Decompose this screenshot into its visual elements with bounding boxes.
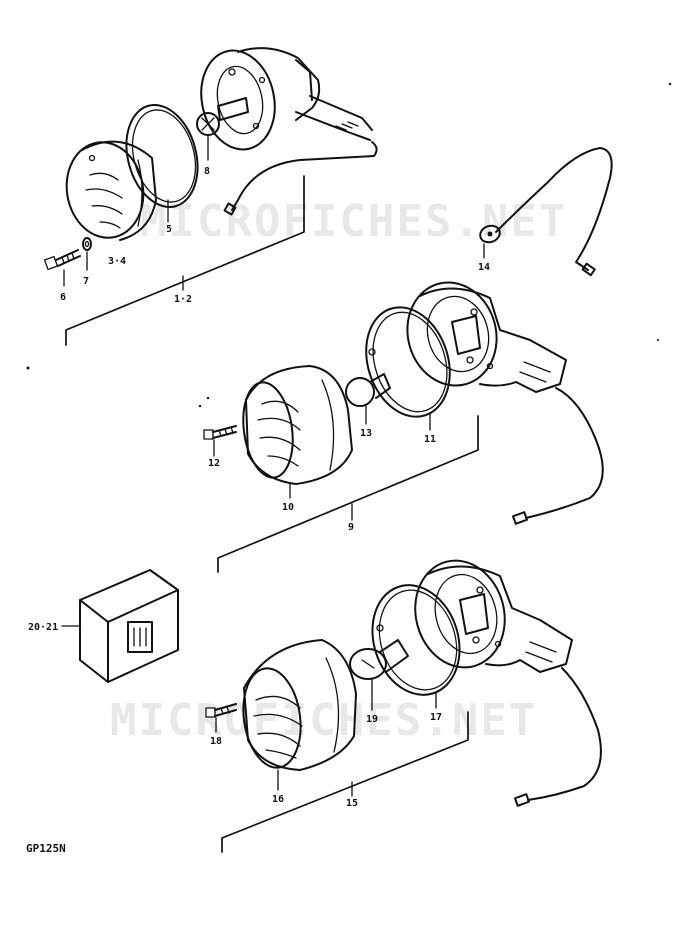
part-lens-10 bbox=[242, 365, 353, 485]
bracket-15 bbox=[221, 711, 469, 853]
callout-13: 13 bbox=[360, 428, 372, 439]
callout-9: 9 bbox=[348, 522, 354, 533]
part-bulb-8 bbox=[196, 112, 220, 136]
part-bulb-19 bbox=[349, 639, 409, 680]
wire-top bbox=[231, 141, 378, 211]
wire-bottom bbox=[527, 667, 602, 801]
turn-signal-assembly-top bbox=[43, 47, 378, 346]
model-code: GP125N bbox=[26, 842, 66, 855]
callout-16: 16 bbox=[272, 794, 284, 805]
part-screw-12 bbox=[198, 396, 237, 440]
part-screw-6 bbox=[43, 249, 81, 271]
part-wire-grommet-14 bbox=[479, 147, 613, 277]
watermark-bottom: MICROFICHES.NET bbox=[110, 695, 537, 746]
callout-12: 12 bbox=[208, 458, 220, 469]
scan-dot bbox=[657, 339, 659, 341]
callout-20-21: 20·21 bbox=[28, 622, 58, 633]
callout-10: 10 bbox=[282, 502, 294, 513]
callout-14: 14 bbox=[478, 262, 490, 273]
part-screw-18 bbox=[205, 703, 237, 718]
bracket-9 bbox=[217, 415, 479, 573]
part-housing-middle bbox=[406, 281, 567, 393]
part-washer-7 bbox=[82, 237, 92, 251]
wire-terminal-middle bbox=[511, 511, 529, 525]
part-flasher-relay-20-21 bbox=[61, 569, 179, 683]
watermark-top: MICROFICHES.NET bbox=[140, 196, 567, 247]
callout-17: 17 bbox=[430, 712, 442, 723]
wire-terminal-bottom bbox=[513, 793, 531, 807]
callout-8: 8 bbox=[204, 166, 210, 177]
callout-6: 6 bbox=[60, 292, 66, 303]
part-gasket-11 bbox=[365, 306, 451, 418]
part-housing-top bbox=[200, 47, 373, 151]
part-bulb-13 bbox=[345, 373, 391, 407]
callout-11: 11 bbox=[424, 434, 436, 445]
part-gasket-17 bbox=[371, 584, 461, 696]
callout-1-2: 1·2 bbox=[174, 294, 192, 305]
part-lens-3-4 bbox=[65, 140, 157, 241]
turn-signal-assembly-middle bbox=[198, 281, 604, 573]
callout-15: 15 bbox=[346, 798, 358, 809]
callout-19: 19 bbox=[366, 714, 378, 725]
callout-18: 18 bbox=[210, 736, 222, 747]
scan-dot bbox=[668, 82, 672, 86]
callout-7: 7 bbox=[83, 276, 89, 287]
turn-signal-assembly-bottom bbox=[205, 559, 602, 853]
callout-3-4: 3·4 bbox=[108, 256, 126, 267]
wire-terminal-top bbox=[223, 202, 237, 216]
wire-middle bbox=[525, 387, 604, 519]
bracket-1-2 bbox=[65, 175, 305, 346]
part-lens-16 bbox=[242, 639, 357, 771]
callout-5: 5 bbox=[166, 224, 172, 235]
scan-dot bbox=[26, 366, 30, 370]
part-housing-bottom bbox=[414, 559, 573, 673]
